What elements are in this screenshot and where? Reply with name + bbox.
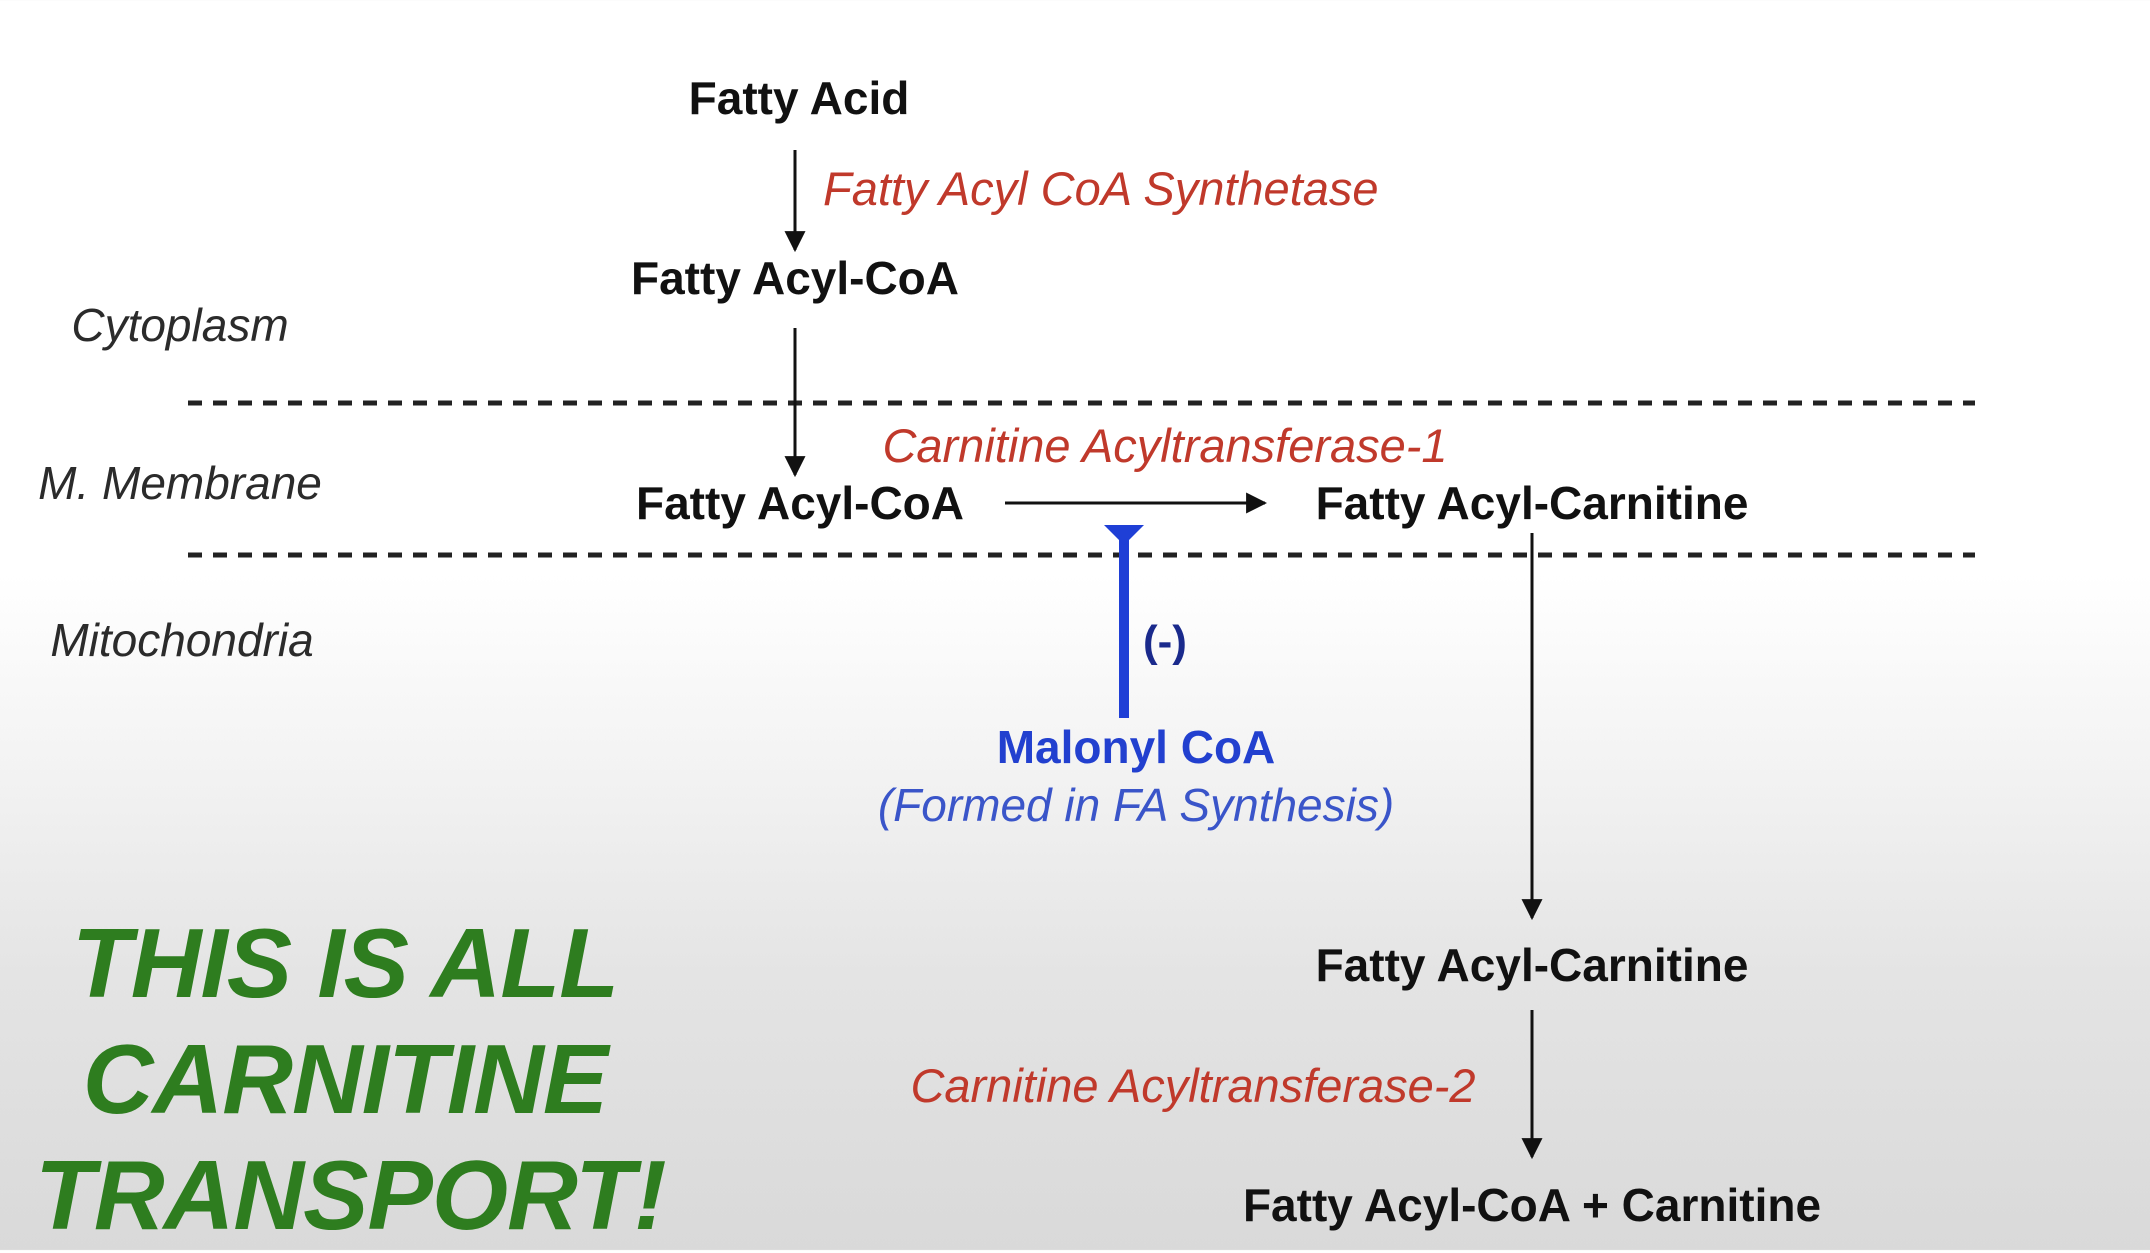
inhibition-bar [1104, 525, 1144, 545]
node-fatty-acyl-coa-cytoplasm: Fatty Acyl-CoA [631, 252, 959, 304]
region-label-cytoplasm: Cytoplasm [71, 299, 289, 351]
node-fatty-acyl-carnitine-mitochondria: Fatty Acyl-Carnitine [1315, 939, 1749, 991]
node-fatty-acid: Fatty Acid [688, 72, 910, 124]
enzyme-fatty-acyl-coa-synthetase: Fatty Acyl CoA Synthetase [823, 162, 1379, 215]
region-label-membrane: M. Membrane [38, 457, 322, 509]
callout-heading: THIS IS ALL CARNITINE TRANSPORT! [35, 908, 667, 1250]
inhibitor-malonyl-coa: Malonyl CoA [996, 721, 1276, 773]
node-fatty-acyl-coa-membrane: Fatty Acyl-CoA [636, 477, 964, 529]
node-fatty-acyl-carnitine-membrane: Fatty Acyl-Carnitine [1315, 477, 1749, 529]
inhibitor-note: (Formed in FA Synthesis) [877, 779, 1395, 831]
enzyme-carnitine-acyltransferase-1: Carnitine Acyltransferase-1 [882, 419, 1448, 472]
inhibition-effect-label: (-) [1143, 617, 1187, 666]
region-label-mitochondria: Mitochondria [50, 614, 314, 666]
enzyme-carnitine-acyltransferase-2: Carnitine Acyltransferase-2 [910, 1059, 1476, 1112]
node-product: Fatty Acyl-CoA + Carnitine [1242, 1179, 1822, 1231]
